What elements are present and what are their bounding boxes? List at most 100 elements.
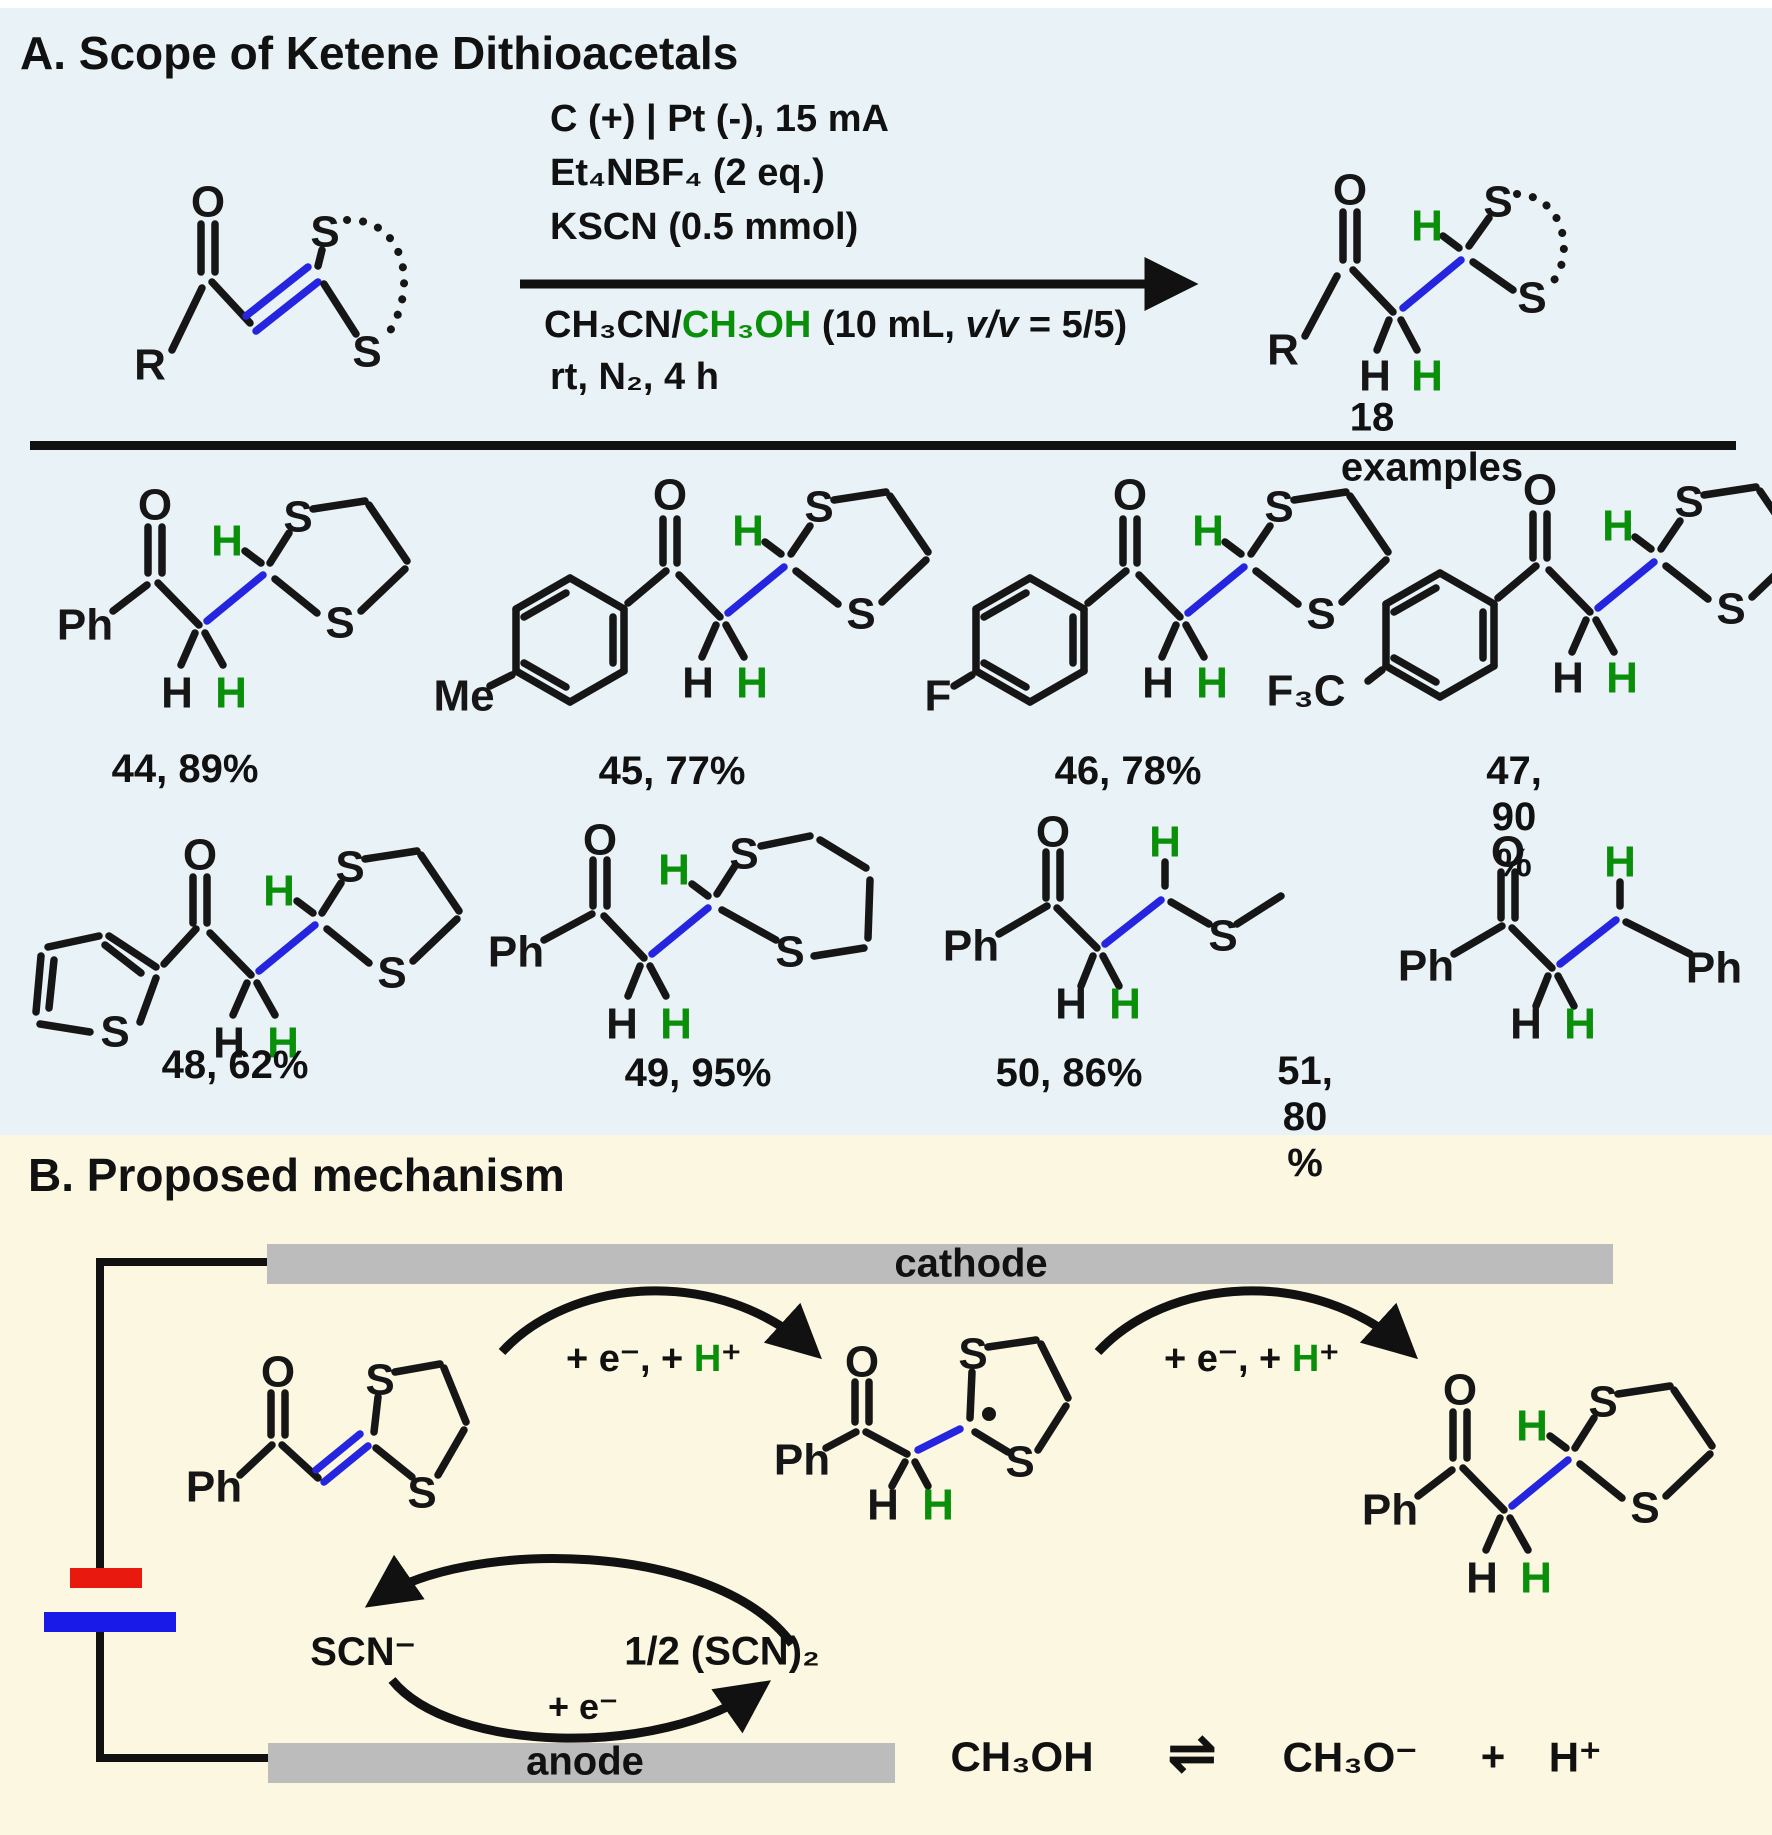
svg-text:O: O	[1036, 808, 1070, 857]
panel-a-background	[0, 8, 1772, 1135]
svg-text:H: H	[1466, 1554, 1498, 1603]
proton-label: H⁺	[1548, 1733, 1602, 1781]
yield-label-44: 44, 89%	[111, 747, 259, 791]
svg-text:R: R	[1267, 326, 1299, 375]
svg-text:H: H	[1149, 818, 1181, 867]
svg-text:H: H	[1520, 1554, 1552, 1603]
svg-text:H: H	[732, 507, 764, 556]
svg-text:H: H	[1516, 1402, 1548, 1451]
svg-text:O: O	[1523, 466, 1557, 515]
wire-left-lower	[96, 1632, 104, 1758]
svg-text:Ph: Ph	[186, 1463, 242, 1512]
yield-label-49: 49, 95%	[624, 1051, 772, 1095]
svg-text:Ph: Ph	[488, 928, 544, 977]
thiocyanogen-label: 1/2 (SCN)₂	[624, 1629, 820, 1674]
svg-text:S: S	[407, 1469, 436, 1518]
wire-left-upper	[96, 1258, 104, 1570]
svg-text:H: H	[1411, 202, 1443, 251]
plus-sign: +	[1480, 1733, 1506, 1780]
solvent-part3: = 5/5)	[1018, 304, 1128, 346]
svg-text:H: H	[1606, 654, 1638, 703]
svg-text:Ph: Ph	[774, 1436, 830, 1485]
svg-text:S: S	[1306, 590, 1335, 639]
svg-text:S: S	[365, 1356, 394, 1405]
yield-label-51: 51, 80 %	[1277, 1049, 1333, 1185]
solvent-methanol: CH₃OH	[681, 304, 812, 346]
svg-text:H: H	[1196, 659, 1228, 708]
svg-text:O: O	[583, 816, 617, 865]
svg-text:H: H	[1564, 1000, 1596, 1049]
svg-text:H: H	[1142, 659, 1174, 708]
step2-proton: H	[1291, 1338, 1320, 1380]
methoxide-label: CH₃O⁻	[1282, 1733, 1418, 1781]
svg-text:S: S	[283, 493, 312, 542]
svg-text:S: S	[804, 483, 833, 532]
svg-text:O: O	[845, 1338, 879, 1387]
condition-electrodes: C (+) | Pt (-), 15 mA	[550, 98, 889, 140]
svg-text:S: S	[1264, 483, 1293, 532]
yield-label-48: 48, 62%	[161, 1043, 309, 1087]
svg-text:S: S	[958, 1330, 987, 1379]
panel-b-title: B. Proposed mechanism	[28, 1149, 565, 1201]
svg-text:H: H	[1552, 654, 1584, 703]
svg-text:H: H	[922, 1481, 954, 1530]
yield-label-46: 46, 78%	[1054, 749, 1202, 793]
svg-text:S: S	[310, 208, 339, 257]
svg-text:S: S	[100, 1008, 129, 1057]
scope-divider-rule	[30, 441, 1736, 450]
svg-text:O: O	[191, 178, 225, 227]
svg-text:O: O	[653, 471, 687, 520]
cathode-bar	[267, 1244, 1613, 1284]
yield-label-45: 45, 77%	[598, 749, 746, 793]
svg-text:S: S	[846, 590, 875, 639]
svg-text:Me: Me	[433, 672, 494, 721]
svg-text:H: H	[682, 659, 714, 708]
step1-pre: + e⁻, +	[566, 1338, 694, 1380]
svg-text:H: H	[267, 1019, 299, 1068]
svg-text:S: S	[729, 830, 758, 879]
solvent-part1: CH₃CN/	[544, 304, 682, 346]
condition-kscn: KSCN (0.5 mmol)	[550, 206, 859, 248]
svg-text:H: H	[161, 669, 193, 718]
panel-a-title: A. Scope of Ketene Dithioacetals	[20, 27, 739, 79]
equilibrium-arrows-icon: ⇌	[1167, 1721, 1217, 1786]
solvent-part2: (10 mL,	[811, 304, 966, 346]
step2-sup: ⁺	[1319, 1338, 1340, 1380]
svg-text:H: H	[211, 517, 243, 566]
svg-text:H: H	[215, 669, 247, 718]
svg-text:H: H	[213, 1019, 245, 1068]
svg-text:S: S	[1005, 1438, 1034, 1487]
battery-negative-plate	[44, 1612, 176, 1632]
svg-text:O: O	[183, 831, 217, 880]
svg-text:S: S	[377, 949, 406, 998]
svg-text:H: H	[263, 867, 295, 916]
svg-text:S: S	[325, 599, 354, 648]
svg-text:S: S	[1630, 1484, 1659, 1533]
svg-text:F₃C: F₃C	[1267, 667, 1346, 716]
battery-positive-plate	[70, 1568, 142, 1588]
svg-text:S: S	[1716, 585, 1745, 634]
svg-text:Ph: Ph	[1398, 942, 1454, 991]
svg-text:Ph: Ph	[1362, 1486, 1418, 1535]
yield-label-47: 47, 90 %	[1486, 749, 1542, 885]
wire-top	[96, 1258, 267, 1266]
condition-solvent: CH₃CN/CH₃OH (10 mL, v/v = 5/5)	[544, 304, 1127, 347]
svg-text:O: O	[1491, 828, 1525, 877]
step2-pre: + e⁻, +	[1164, 1338, 1292, 1380]
svg-text:S: S	[1588, 1378, 1617, 1427]
svg-text:S: S	[1517, 274, 1546, 323]
svg-text:H: H	[1109, 980, 1141, 1029]
svg-text:F: F	[925, 672, 952, 721]
svg-text:H: H	[736, 659, 768, 708]
svg-text:H: H	[867, 1481, 899, 1530]
